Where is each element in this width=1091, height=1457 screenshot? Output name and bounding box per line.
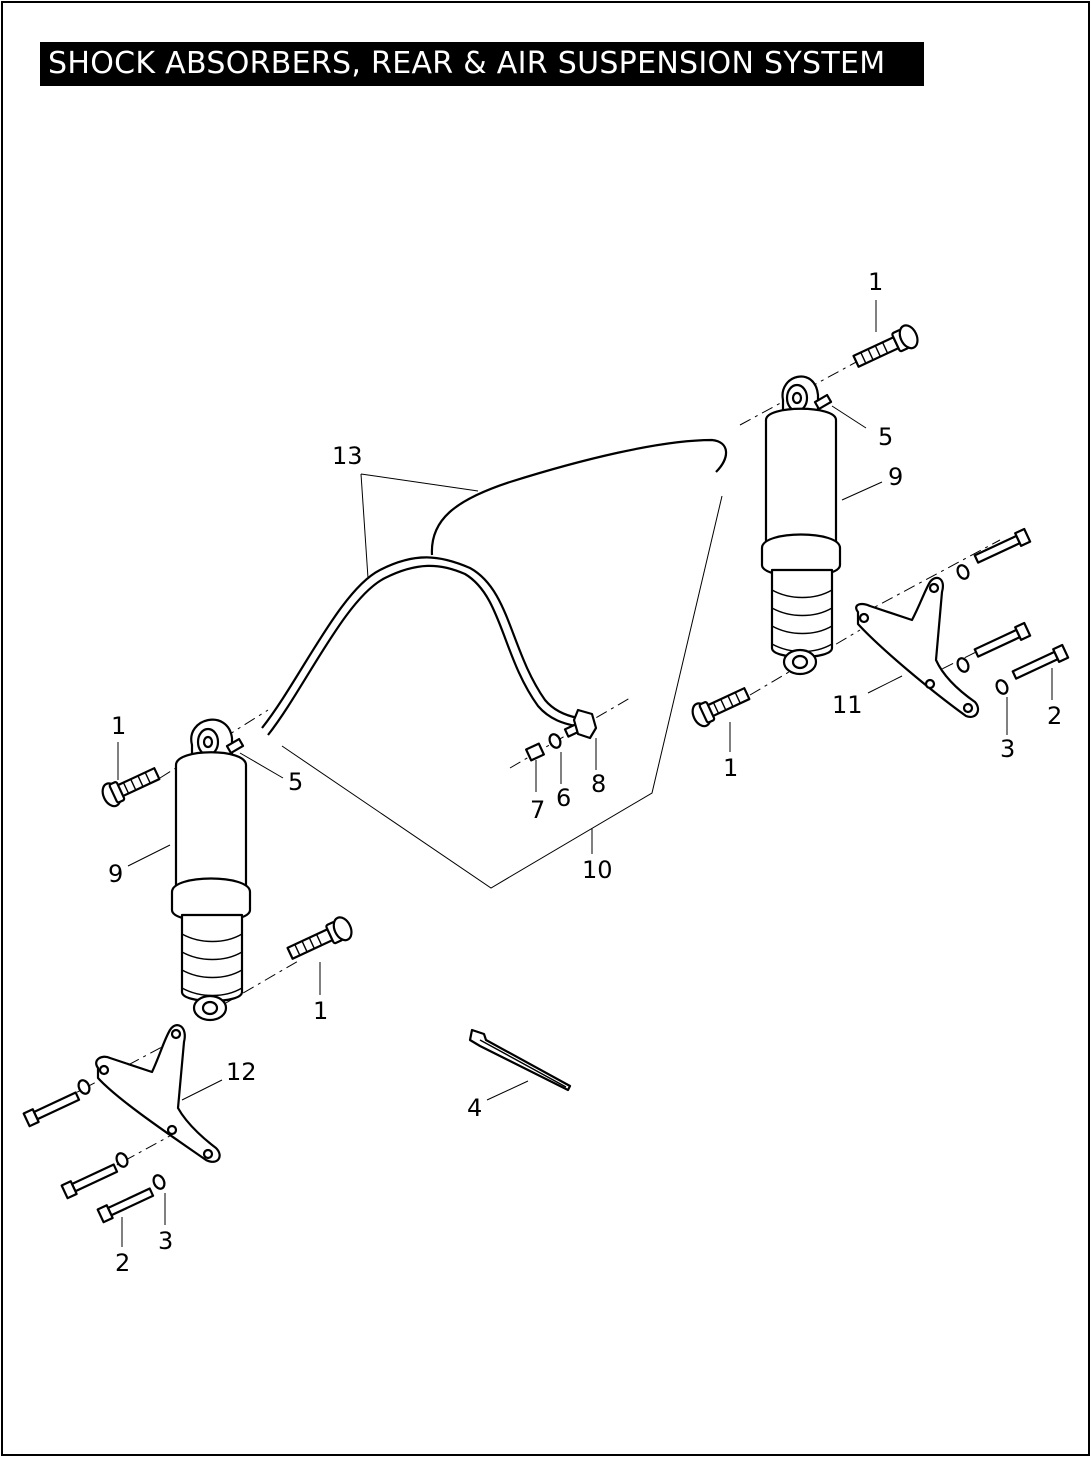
callout-5-right: 5 [878,423,893,451]
callout-9-right: 9 [888,463,903,491]
screw-left-lower [96,1187,155,1224]
elbow-fitting-8 [563,708,598,740]
screw-right-upper [973,527,1032,564]
title-bar: SHOCK ABSORBERS, REAR & AIR SUSPENSION S… [40,42,924,86]
fitting-nut-7 [525,742,545,762]
callout-3-right: 3 [1000,735,1015,763]
callout-1-left-top: 1 [111,712,126,740]
screw-left-middle [60,1163,119,1200]
callout-13: 13 [332,442,363,470]
callout-10: 10 [582,856,613,884]
page-title: SHOCK ABSORBERS, REAR & AIR SUSPENSION S… [48,46,886,81]
washer-left-middle [115,1152,129,1168]
cable-strap [468,1028,572,1092]
leader-lines [117,300,1053,1247]
callout-1-top-right: 1 [868,268,883,296]
washer-right-lower [995,679,1009,695]
mounting-bracket-right [855,576,980,718]
callout-1-left-mid: 1 [313,997,328,1025]
left-shock-absorber [170,718,252,1022]
washer-right-middle [956,657,970,673]
washer-right-upper [956,564,970,580]
callout-11: 11 [832,691,863,719]
callout-1-right-lower: 1 [723,754,738,782]
washer-left-lower [152,1174,166,1190]
callout-8: 8 [591,770,606,798]
callout-labels: 1 5 9 11 2 3 1 13 7 6 8 10 1 5 9 1 12 4 … [108,268,1062,1277]
callout-6: 6 [556,784,571,812]
callout-2-right: 2 [1047,702,1062,730]
callout-2-left: 2 [115,1249,130,1277]
bolt-top-right [852,324,919,368]
screw-left-upper [22,1091,81,1128]
screw-right-middle [973,621,1032,658]
callout-5-left: 5 [288,768,303,796]
bolt-right-lower [691,687,751,728]
screw-right-lower [1011,643,1070,680]
bolt-left-mid [286,916,353,960]
air-line-tubing [261,438,728,736]
callout-4: 4 [467,1094,482,1122]
o-ring-6 [548,733,562,749]
callout-12: 12 [226,1058,257,1086]
callout-9-left: 9 [108,860,123,888]
washer-left-upper [77,1079,91,1095]
bolt-left-top [101,767,161,808]
callout-7: 7 [530,796,545,824]
callout-3-left: 3 [158,1227,173,1255]
right-shock-absorber [760,375,842,676]
mounting-bracket-left [95,1024,221,1163]
